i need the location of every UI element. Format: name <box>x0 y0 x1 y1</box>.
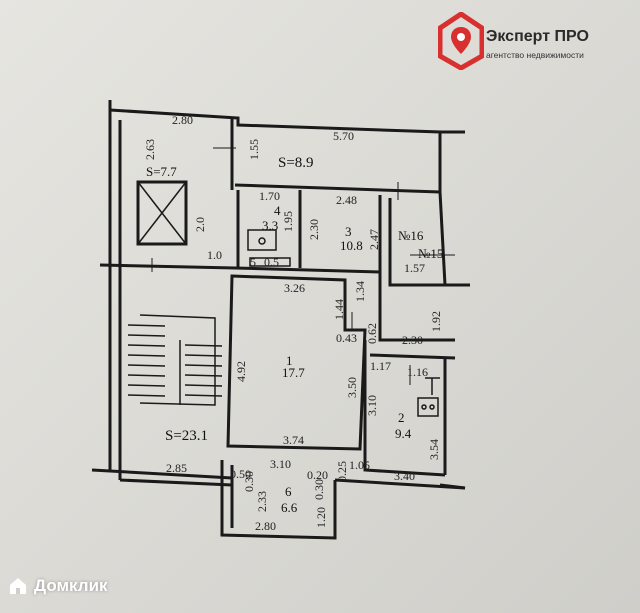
dim-1-20: 1.20 <box>314 507 328 528</box>
room-3-area: 10.8 <box>340 238 363 253</box>
walls <box>91 100 470 540</box>
dim-2-33: 2.33 <box>255 491 269 512</box>
dim-1-0: 1.0 <box>207 248 222 262</box>
dim-2-80-top: 2.80 <box>172 113 193 127</box>
dim-3-40: 3.40 <box>394 469 415 483</box>
agency-name: Эксперт ПРО <box>486 28 589 45</box>
room-2-area: 9.4 <box>395 426 412 441</box>
dim-5-70: 5.70 <box>333 129 354 143</box>
agency-subtitle: агентство недвижимости <box>486 50 584 60</box>
balcony-area: S=8.9 <box>278 155 314 171</box>
dim-3-54: 3.54 <box>427 439 441 460</box>
dim-0-25: 0.25 <box>335 461 349 482</box>
room-6-area: 6.6 <box>281 500 298 515</box>
dim-1-55: 1.55 <box>247 139 261 160</box>
dim-1-16: 1.16 <box>407 365 428 379</box>
dim-2-30-vertical: 2.30 <box>307 219 321 240</box>
dim-2-30-horizontal: 2.30 <box>402 333 423 347</box>
dim-3-26: 3.26 <box>284 281 305 295</box>
agency-brand: Эксперт ПРО агентство недвижимости <box>438 12 633 70</box>
dim-3-10-vertical: 3.10 <box>365 395 379 416</box>
dim-4-92: 4.92 <box>234 361 248 382</box>
dim-0-30-left: 0.30 <box>242 471 256 492</box>
room-1-area: 17.7 <box>282 365 305 380</box>
domclick-watermark: Домклик <box>8 576 108 596</box>
dim-1-92: 1.92 <box>429 311 443 332</box>
dim-1-17: 1.17 <box>370 359 391 373</box>
apartment-15-label: №15 <box>418 246 443 261</box>
dim-0-20: 0.20 <box>307 468 328 482</box>
dimension-lines <box>151 147 455 385</box>
dim-0-62: 0.62 <box>365 323 379 344</box>
room-5-area: 0.5 <box>264 255 279 269</box>
fixtures <box>247 229 440 417</box>
dim-0-30-right: 0.30 <box>312 479 326 500</box>
dim-1-34: 1.34 <box>353 281 367 302</box>
dim-0-43: 0.43 <box>336 331 357 345</box>
dim-0-50: 0.50 <box>230 467 251 481</box>
domclick-text: Домклик <box>34 576 108 595</box>
dim-2-80-bottom: 2.80 <box>255 519 276 533</box>
dim-2-0: 2.0 <box>193 217 207 232</box>
dim-3-50: 3.50 <box>345 377 359 398</box>
room-4-number: 4 <box>274 203 281 218</box>
dim-3-74: 3.74 <box>283 433 304 447</box>
dim-1-05: 1.05 <box>349 458 370 472</box>
room-1-number: 1 <box>286 353 293 368</box>
dim-2-63: 2.63 <box>143 139 157 160</box>
room-2-number: 2 <box>398 410 405 425</box>
dim-1-57: 1.57 <box>404 261 425 275</box>
room-5-label: 5 <box>250 255 256 269</box>
staircase <box>127 314 223 406</box>
room-4-area: 3.3 <box>262 218 278 233</box>
house-pin-logo-icon <box>438 12 484 70</box>
room-3-number: 3 <box>345 224 352 239</box>
stair-hall-area: S=23.1 <box>165 428 208 444</box>
dim-1-95: 1.95 <box>281 211 295 232</box>
apartment-16-label: №16 <box>398 228 424 243</box>
dim-1-70: 1.70 <box>259 189 280 203</box>
dim-1-44: 1.44 <box>332 299 346 320</box>
domclick-logo-icon <box>10 578 26 594</box>
dim-3-10-horizontal: 3.10 <box>270 457 291 471</box>
dim-2-48: 2.48 <box>336 193 357 207</box>
dim-2-85: 2.85 <box>166 461 187 475</box>
elevator-area: S=7.7 <box>146 164 177 179</box>
dim-2-47: 2.47 <box>367 229 381 250</box>
room-6-number: 6 <box>285 484 292 499</box>
